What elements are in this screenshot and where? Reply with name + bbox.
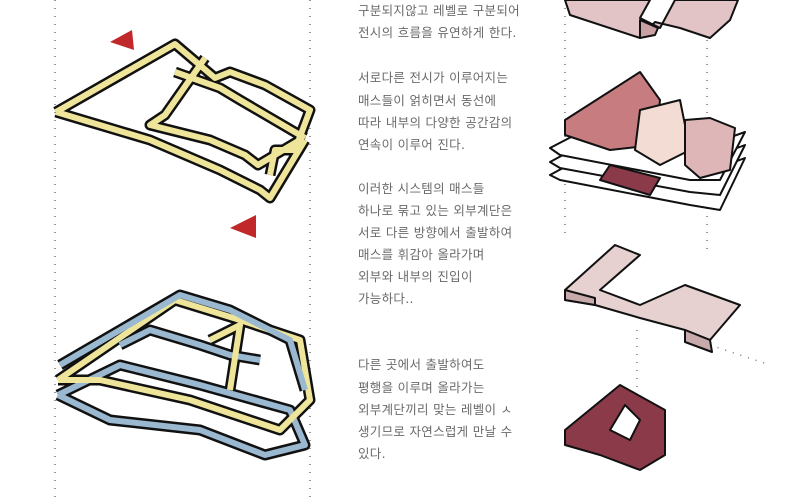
paragraph-4-line-3: 외부계단끼리 맞는 레벨이 ㅅ xyxy=(358,402,513,417)
yellow-stair-diagram xyxy=(53,38,316,204)
paragraph-2-line-2: 매스들이 얽히면서 동선에 xyxy=(358,93,497,108)
paragraph-3-line-4: 매스를 휘감아 올라가며 xyxy=(358,247,485,262)
paragraph-1-line-1: 구분되지않고 레벨로 구분되어 xyxy=(358,3,520,18)
guide-line-diagonal xyxy=(709,344,771,366)
mass-base-block xyxy=(599,164,661,196)
red-arrow-bottom xyxy=(230,215,256,238)
mass-stack xyxy=(549,71,746,211)
paragraph-4-line-5: 있다. xyxy=(358,446,386,461)
mass-light-block xyxy=(634,99,691,166)
mass-z-shape xyxy=(564,244,741,353)
paragraph-4-line-1: 다른 곳에서 출발하여도 xyxy=(358,357,485,372)
paragraph-4-line-2: 평행을 이루며 올라가는 xyxy=(358,380,485,395)
paragraph-2-line-4: 연속이 이루어 진다. xyxy=(358,137,466,152)
mass-dark-bottom xyxy=(564,384,666,471)
paragraph-1-line-2: 전시의 흐름을 유연하게 한다. xyxy=(358,25,517,40)
mass-top xyxy=(564,0,739,39)
mass-mid-block xyxy=(684,117,736,179)
paragraph-3-line-1: 이러한 시스템의 매스들 xyxy=(358,181,485,196)
paragraph-4-line-4: 생기므로 자연스럽게 만날 수 xyxy=(358,424,513,439)
paragraph-3-line-2: 하나로 묶고 있는 외부계단은 xyxy=(358,203,513,218)
paragraph-3-line-6: 가능하다.. xyxy=(358,291,414,306)
red-arrow-top xyxy=(110,30,134,50)
paragraph-2-line-3: 따라 내부의 다양한 공간감의 xyxy=(358,115,513,130)
blue-yellow-stair-diagram xyxy=(54,289,316,461)
paragraph-3-line-5: 외부와 내부의 진입이 xyxy=(358,269,473,284)
paragraph-3-line-3: 서로 다른 방향에서 출발하여 xyxy=(358,225,513,240)
paragraph-2-line-1: 서로다른 전시가 이루어지는 xyxy=(358,70,509,85)
